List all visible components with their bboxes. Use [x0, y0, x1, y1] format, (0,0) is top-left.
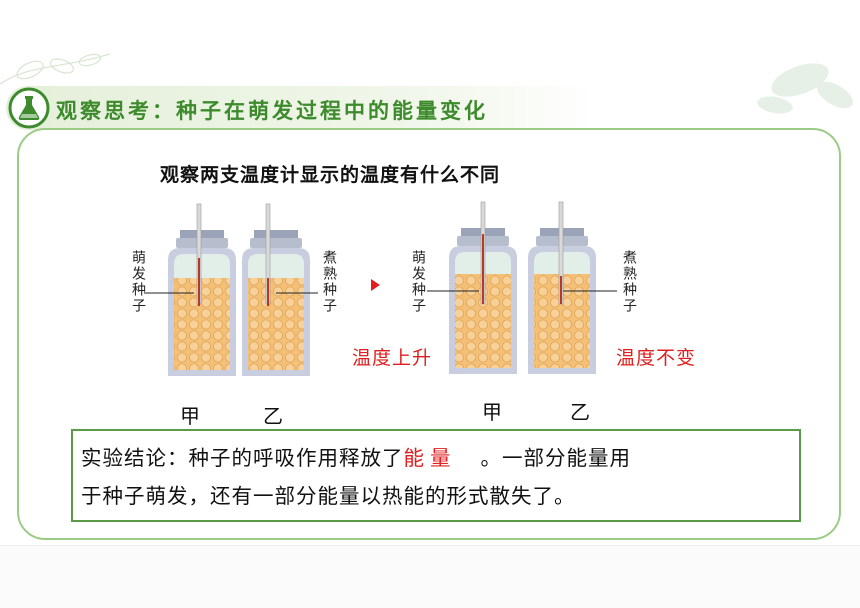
page-title: 观察思考：种子在萌发过程中的能量变化 — [56, 99, 488, 123]
question-heading: 观察两支温度计显示的温度有什么不同 — [160, 164, 501, 186]
label-germinating-seeds-after: 萌发种子 — [410, 250, 426, 314]
red-arrow-icon — [371, 279, 380, 291]
conclusion-rest: 。一部分能量用 — [480, 446, 631, 470]
jar-name-yi-after: 乙 — [570, 400, 590, 424]
label-germinating-seeds: 萌发种子 — [130, 250, 146, 314]
bottom-band — [0, 545, 860, 608]
jar-name-jia-after: 甲 — [482, 400, 502, 424]
leaf-decoration-right — [757, 63, 854, 114]
jar-name-yi: 乙 — [263, 404, 283, 428]
jar-germinating-after — [449, 201, 517, 374]
title-bar — [6, 86, 596, 130]
thermos-diagram-before — [144, 203, 318, 376]
jar-germinating — [168, 203, 236, 376]
result-temperature-rises: 温度上升 — [352, 347, 433, 369]
conclusion-prefix: 实验结论：种子的呼吸作用释放了 — [81, 446, 404, 470]
conclusion-line2: 于种子萌发，还有一部分能量以热能的形式散失了。 — [81, 484, 576, 508]
label-boiled-seeds: 煮熟种子 — [321, 250, 337, 314]
thermos-diagram-after — [427, 201, 617, 374]
result-temperature-unchanged: 温度不变 — [616, 347, 697, 369]
conclusion-box: 实验结论：种子的呼吸作用释放了能量。一部分能量用 于种子萌发，还有一部分能量以热… — [71, 429, 801, 522]
content-frame — [17, 128, 841, 540]
top-band — [0, 0, 860, 70]
jar-name-jia: 甲 — [180, 404, 200, 428]
conclusion-answer: 能量 — [403, 446, 457, 470]
flask-icon — [8, 87, 50, 129]
jar-boiled — [242, 203, 310, 376]
leaf-decoration-left — [0, 53, 111, 85]
jar-boiled-after — [528, 201, 596, 374]
label-boiled-seeds-after: 煮熟种子 — [621, 250, 637, 314]
